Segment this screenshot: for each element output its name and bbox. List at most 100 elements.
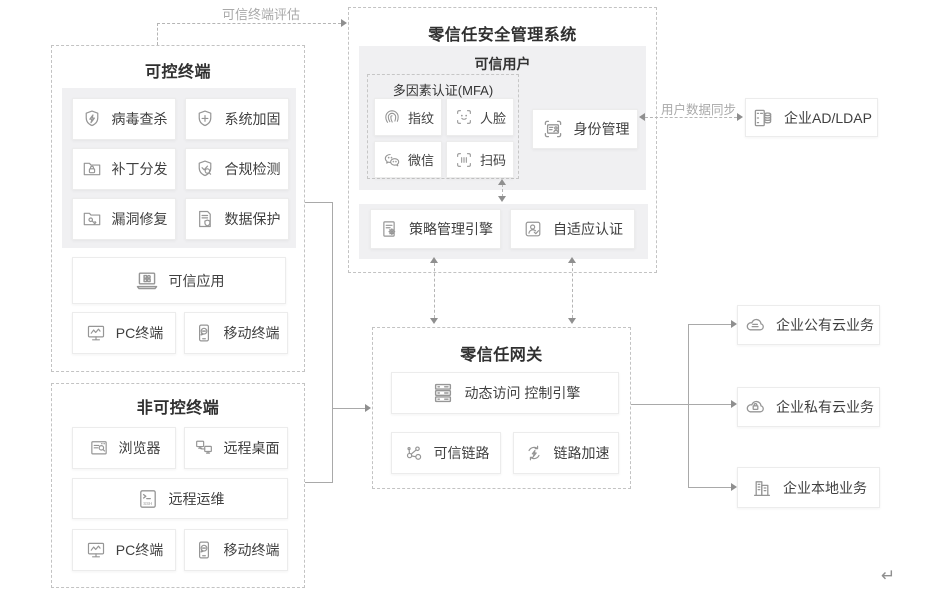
card-label: 移动终端 — [223, 542, 280, 558]
arrowhead-left-icon — [639, 113, 645, 121]
mfa-engine-link — [502, 184, 503, 197]
return-mark: ↵ — [881, 566, 896, 585]
engine-panel: 策略管理引擎 自适应认证 — [359, 204, 648, 259]
mgmt-gateway-link-right — [572, 263, 573, 318]
gateway-to-services-line — [631, 404, 688, 405]
arrowhead-up-icon — [498, 179, 506, 185]
arrowhead-right-icon — [731, 483, 737, 491]
gateway-title: 零信任网关 — [460, 347, 543, 364]
buildings-icon — [750, 476, 774, 500]
management-system-title: 零信任安全管理系统 — [428, 27, 577, 44]
card-local-business: 企业本地业务 — [737, 467, 880, 508]
card-fingerprint: 指纹 — [374, 98, 442, 136]
shield-lightning-icon — [81, 108, 103, 130]
card-public-cloud: 企业公有云业务 — [737, 305, 880, 345]
bus-to-gateway-line — [332, 408, 365, 409]
card-trusted-link: 可信链路 — [391, 432, 501, 474]
folder-lock-icon — [81, 158, 103, 180]
arrowhead-right-icon — [737, 113, 743, 121]
card-private-cloud: 企业私有云业务 — [737, 387, 880, 427]
to-private-cloud-line — [688, 404, 731, 405]
trusted-terminal-eval-label: 可信终端评估 — [222, 7, 301, 22]
card-label: 链路加速 — [553, 445, 610, 461]
card-vuln-repair: 漏洞修复 — [72, 198, 176, 240]
folder-wrench-icon — [81, 208, 103, 230]
controlled-tools-panel: 病毒查杀 系统加固 补丁分发 合规检测 漏洞修复 数据保护 — [62, 88, 296, 248]
person-check-icon — [522, 218, 544, 240]
terminal-bus-line — [332, 202, 333, 483]
qr-scan-icon — [454, 150, 474, 170]
card-patch-distribution: 补丁分发 — [72, 148, 176, 190]
card-label: 病毒查杀 — [111, 111, 168, 127]
card-label: 漏洞修复 — [111, 211, 168, 227]
arrowhead-right-icon — [365, 404, 371, 412]
uncontrolled-terminal-title: 非可控终端 — [136, 400, 220, 417]
arrowhead-down-icon — [568, 318, 576, 324]
mgmt-gateway-link-left — [434, 263, 435, 318]
monitor-chart-icon — [85, 539, 107, 561]
arrowhead-down-icon — [430, 318, 438, 324]
phone-chat-icon — [193, 322, 215, 344]
card-label: 远程桌面 — [223, 440, 280, 456]
card-dynamic-access-engine: 动态访问 控制引擎 — [391, 372, 619, 414]
svg-text:SSH: SSH — [143, 500, 152, 505]
arrowhead-down-icon — [498, 196, 506, 202]
card-label: 人脸 — [479, 110, 506, 126]
mfa-title: 多因素认证(MFA) — [392, 83, 494, 98]
uncontrolled-to-bus-line — [305, 482, 332, 483]
card-link-acceleration: 链路加速 — [513, 432, 619, 474]
id-card-icon — [541, 117, 565, 141]
card-identity-management: 身份管理 — [532, 109, 638, 149]
card-label: 合规检测 — [224, 161, 281, 177]
card-pc-terminal: PC终端 — [72, 529, 176, 571]
arrowhead-up-icon — [568, 257, 576, 263]
laptop-apps-icon — [134, 268, 160, 294]
to-public-cloud-line — [688, 324, 731, 325]
card-label: 数据保护 — [224, 211, 281, 227]
controlled-terminal-title: 可控终端 — [144, 64, 211, 81]
db-server-icon — [751, 106, 775, 130]
card-compliance-check: 合规检测 — [185, 148, 289, 190]
arrowhead-right-icon — [341, 19, 347, 27]
uncontrolled-terminal-box: 非可控终端 浏览器 远程桌面 SSH 远程运维 PC终端 移动终端 — [51, 383, 305, 588]
card-label: 可信链路 — [433, 445, 490, 461]
card-face: 人脸 — [446, 98, 514, 136]
mfa-box: 多因素认证(MFA) 指纹 人脸 微信 扫码 — [367, 74, 519, 179]
eval-connector-horizontal — [157, 23, 341, 24]
card-label: 移动终端 — [223, 325, 280, 341]
card-browser: 浏览器 — [72, 427, 176, 469]
card-label: 身份管理 — [573, 121, 630, 137]
services-bus-line — [688, 324, 689, 488]
phone-chat-icon — [193, 539, 215, 561]
card-remote-ops: SSH 远程运维 — [72, 478, 288, 519]
card-label: 企业私有云业务 — [776, 399, 874, 415]
doc-shield-icon — [194, 208, 216, 230]
browser-search-icon — [88, 437, 110, 459]
trusted-user-title: 可信用户 — [474, 56, 531, 72]
card-virus-scan: 病毒查杀 — [72, 98, 176, 140]
to-local-business-line — [688, 487, 731, 488]
cloud-lines-icon — [743, 313, 767, 337]
ssh-terminal-icon: SSH — [136, 487, 160, 511]
server-stack-icon — [430, 380, 456, 406]
card-label: 自适应认证 — [553, 221, 623, 237]
card-label: 动态访问 控制引擎 — [464, 385, 581, 401]
card-label: 远程运维 — [168, 490, 225, 507]
card-system-hardening: 系统加固 — [185, 98, 289, 140]
card-wechat: 微信 — [374, 141, 442, 178]
monitor-chart-icon — [85, 322, 107, 344]
card-policy-engine: 策略管理引擎 — [370, 209, 501, 249]
gateway-box: 零信任网关 动态访问 控制引擎 可信链路 链路加速 — [372, 327, 631, 489]
user-data-sync-label: 用户数据同步 — [661, 103, 737, 117]
policy-gear-icon — [378, 218, 400, 240]
arrowhead-right-icon — [731, 400, 737, 408]
card-label: 微信 — [407, 153, 434, 168]
shield-plus-icon — [194, 108, 216, 130]
card-scan-code: 扫码 — [446, 141, 514, 178]
card-pc-terminal: PC终端 — [72, 312, 176, 354]
card-data-protection: 数据保护 — [185, 198, 289, 240]
user-data-sync-link — [645, 117, 737, 118]
controlled-terminal-box: 可控终端 病毒查杀 系统加固 补丁分发 合规检测 漏洞修复 — [51, 45, 305, 372]
card-label: 策略管理引擎 — [409, 221, 493, 237]
